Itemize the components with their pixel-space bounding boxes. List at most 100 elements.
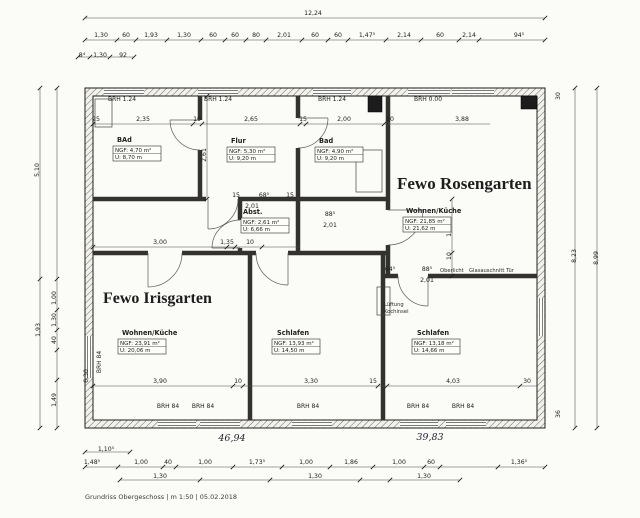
dim-tick [384,383,390,389]
dim-tick [37,276,43,282]
dim-tick [230,464,236,470]
dim-label: 2,01 [245,203,259,210]
dim-label: 2,35 [136,116,150,123]
dim-label: 3,88 [455,116,469,123]
dim-tick [457,477,463,483]
dim-tick [303,121,309,127]
dim-tick [37,85,43,91]
dim-label: 2,01 [277,32,291,39]
shaft-block [520,95,538,110]
shaft-block [367,95,383,113]
dim-tick [82,37,88,43]
apartment-label: Fewo Rosengarten [397,174,532,193]
room-name: BAd [117,136,132,144]
dim-label: 92 [119,52,127,59]
dim-label: 88⁵ [325,211,336,218]
dim-tick [267,477,273,483]
dim-label: 1,35 [220,239,234,246]
dim-label: 5,10 [34,163,41,177]
dim-tick [190,121,196,127]
dim-label: 4,03 [446,378,460,385]
dim-tick [437,464,443,470]
room-name: Schlafen [277,329,309,337]
door-swing [207,198,239,230]
dim-tick [299,37,305,43]
dim-tick [230,383,236,389]
dim-tick [259,244,265,250]
dim-tick [198,37,204,43]
dim-tick [357,477,363,483]
window [85,336,93,378]
window [200,420,240,428]
dim-tick [199,121,205,127]
dim-tick [325,37,331,43]
brh-label: BRH 0.00 [414,96,442,103]
dim-tick [127,449,133,455]
dim-tick [542,15,548,21]
window [537,298,545,336]
window [104,88,144,96]
dim-tick [594,85,600,91]
dim-tick [594,425,600,431]
dim-label: 1,10⁵ [98,446,115,453]
dim-label: 2,01 [420,277,434,284]
handwritten-dimension: 46,94 [217,433,245,444]
room-ngf-value: NGF: 4,70 m² [115,147,151,154]
room-ngf-value: NGF: 4,90 m² [317,148,353,155]
dim-label: 8⁴ [79,52,86,59]
dim-tick [197,477,203,483]
room-ngf-value: NGF: 2,61 m² [243,219,279,226]
dim-tick [114,37,120,43]
dim-label: 1,86 [344,459,358,466]
window [158,420,196,428]
kitchen-island [376,286,391,316]
window [446,420,486,428]
window [452,88,494,96]
dim-tick [82,449,88,455]
dim-label: 2,65 [244,116,258,123]
dim-label: 60 [311,32,319,39]
dim-label: 88⁵ [422,266,433,273]
dim-tick [75,54,81,60]
dim-label: 80 [252,32,260,39]
window [198,88,238,96]
dim-label: 40 [164,459,172,466]
dim-label: 60 [436,32,444,39]
dim-label: 1,30 [94,32,108,39]
dim-label: 10 [386,116,394,123]
dim-label: 1,30 [308,473,322,480]
dim-tick [117,477,123,483]
dim-tick [383,37,389,43]
fixtures [94,95,538,316]
dim-tick [279,464,285,470]
dim-tick [572,425,578,431]
brh-label: BRH 84 [297,403,320,410]
dim-label: 3,30 [304,378,318,385]
dim-tick [204,93,210,99]
windows [85,88,545,428]
dim-label: 1,30 [153,473,167,480]
dim-label: 1,30 [93,52,107,59]
dim-tick [82,464,88,470]
dim-tick [90,383,96,389]
dim-label: 1,49 [51,393,58,407]
dim-label: 2,01 [323,222,337,229]
dim-tick [164,37,170,43]
dim-tick [449,196,455,202]
dim-label: 25 [92,116,100,123]
room-u-value: U: 6,66 m [243,227,270,233]
dim-tick [495,464,501,470]
room-name: Wohnen/Küche [406,207,462,215]
dim-tick [54,85,60,91]
dim-tick [160,464,166,470]
dim-label: 1,30 [51,313,58,327]
dim-label: 12,24 [304,10,322,17]
window [313,88,351,96]
dim-tick [133,37,139,43]
